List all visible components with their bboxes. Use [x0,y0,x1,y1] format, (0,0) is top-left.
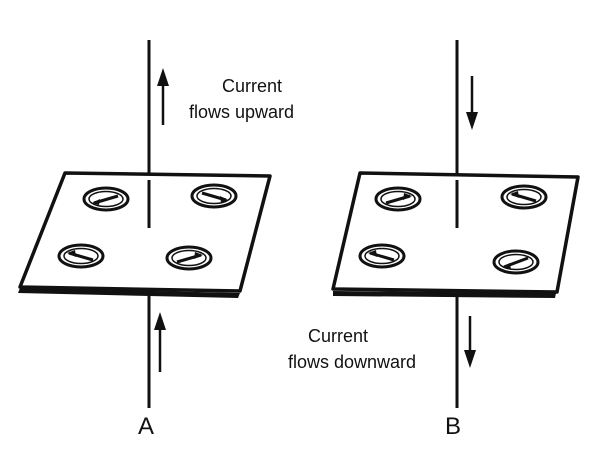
panel-label-b: B [445,413,461,440]
board-a-edge [18,288,240,298]
panel-b: Current flows downward B [288,40,580,440]
arrow-b-lower-icon [464,316,476,368]
compass-b-top-left [374,186,422,212]
caption-a-line-1: Current [222,76,282,96]
arrow-a-upper-icon [157,68,169,125]
compass-b-bottom-left [358,243,406,269]
caption-a-line-2: flows upward [189,102,294,122]
compass-a-bottom-left [57,243,105,269]
compass-a-top-left [82,186,130,212]
arrow-a-lower-icon [154,312,166,372]
panel-a: Current flows upward A [18,40,294,440]
caption-b-line-2: flows downward [288,352,416,372]
arrow-b-upper-icon [466,76,478,130]
compass-a-bottom-right [165,245,213,271]
caption-b-line-1: Current [308,326,368,346]
compass-a-top-right [190,183,238,209]
compass-b-bottom-right [492,249,540,275]
panel-label-a: A [138,413,154,440]
compass-b-top-right [500,184,548,210]
